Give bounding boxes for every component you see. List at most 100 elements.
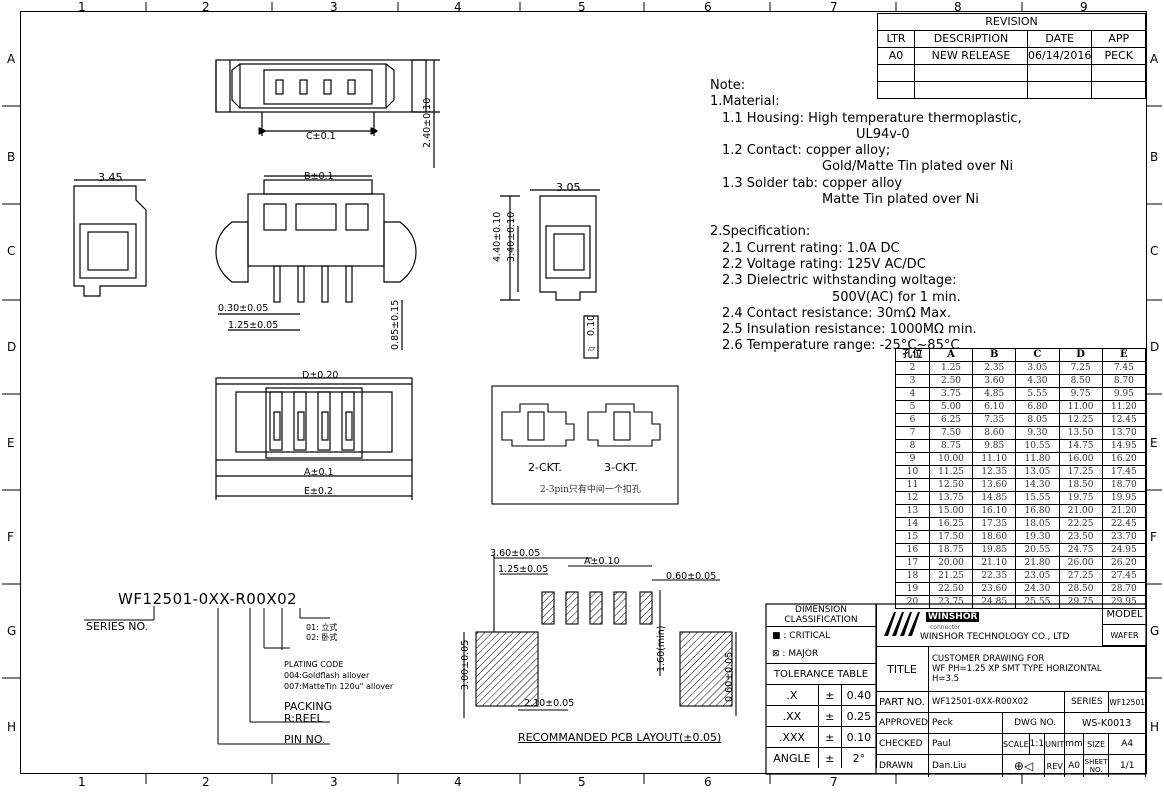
hole-table-cell: 3.75 xyxy=(928,387,974,401)
model-label: MODEL xyxy=(1102,604,1146,625)
plating-1: 004:Goldflash allover xyxy=(284,671,370,680)
hole-table-cell: 14.85 xyxy=(972,491,1017,505)
pcb-dim-0-60-h: 0.60±0.05 xyxy=(724,651,735,702)
scale-label: SCALE xyxy=(1002,733,1030,755)
hole-table-cell: 9.30 xyxy=(1015,426,1060,440)
approved-value: Peck xyxy=(928,712,1003,734)
hole-table-cell: 23.60 xyxy=(972,582,1017,596)
dwg-label: DWG NO. xyxy=(1001,712,1066,734)
title-line: WF PH=1.25 XP SMT TYPE HORIZONTAL xyxy=(932,664,1102,674)
hole-table-cell: 7.50 xyxy=(928,426,974,440)
col-label: 4 xyxy=(454,775,462,789)
spec-line: 2.2 Voltage rating: 125V AC/DC xyxy=(722,256,926,272)
hole-table-cell: 9.95 xyxy=(1101,387,1147,401)
col-label: 2 xyxy=(202,775,210,789)
hole-table-cell: 18.05 xyxy=(1015,517,1060,531)
approved-label: APPROVED xyxy=(876,712,929,734)
hole-table-cell: 14.30 xyxy=(1015,478,1060,492)
tol-sign: ± xyxy=(817,747,842,768)
material-line: Matte Tin plated over Ni xyxy=(822,192,979,208)
pcb-dim-1-25: 1.25±0.05 xyxy=(498,564,549,575)
material-line: 1.2 Contact: copper alloy; xyxy=(722,143,891,159)
tol-sign: ± xyxy=(817,705,842,727)
hole-table-cell: 8.60 xyxy=(972,426,1017,440)
pin-no-label: PIN NO. xyxy=(284,733,326,746)
hole-table-cell: 22.45 xyxy=(1101,517,1147,531)
hole-table-cell: 21.10 xyxy=(972,556,1017,570)
hole-table-cell: 7.25 xyxy=(1058,361,1103,375)
col-label: 6 xyxy=(704,0,712,14)
dim-3-45: 3.45 xyxy=(98,171,123,184)
col-label: 6 xyxy=(704,775,712,789)
hole-table-cell: 16.80 xyxy=(1015,504,1060,518)
hole-table-cell: 26.20 xyxy=(1101,556,1147,570)
hole-table-cell: 26.00 xyxy=(1058,556,1103,570)
hole-table-cell: 14.95 xyxy=(1101,439,1147,453)
hole-table-header: D xyxy=(1058,348,1103,362)
tol-value: 0.40 xyxy=(840,684,878,706)
hole-table-cell: 9 xyxy=(895,452,930,466)
tolerance-table: DIMENSION CLASSIFICATION ■ : CRITICAL ⊠ … xyxy=(766,604,878,768)
revision-title: REVISION xyxy=(877,13,1146,31)
tol-value: 0.25 xyxy=(840,705,878,727)
hole-table-cell: 6.25 xyxy=(928,413,974,427)
hole-table-cell: 10 xyxy=(895,465,930,479)
revision-cell: PECK xyxy=(1091,47,1146,65)
hole-table-cell: 8.50 xyxy=(1058,374,1103,388)
option-02: 02: 卧式 xyxy=(306,633,338,642)
hole-table-cell: 21.20 xyxy=(1101,504,1147,518)
col-label: 2 xyxy=(202,0,210,14)
hole-table-header: 孔位 xyxy=(895,348,930,362)
hole-table-cell: 5 xyxy=(895,400,930,414)
dim-e: E±0.2 xyxy=(304,486,334,497)
sheet-value: 1/1 xyxy=(1108,754,1146,777)
hole-table-cell: 17.35 xyxy=(972,517,1017,531)
front-view xyxy=(215,175,417,350)
hole-table-cell: 15 xyxy=(895,530,930,544)
drawn-label: DRAWN xyxy=(876,754,929,777)
ckt-note: 2-3pin只有中间一个扣孔 xyxy=(540,485,641,495)
spec-line: 2.1 Current rating: 1.0A DC xyxy=(722,240,900,256)
row-label: E xyxy=(1150,436,1158,450)
dim-0-30: 0.30±0.05 xyxy=(218,303,269,314)
bottom-view xyxy=(215,377,413,500)
row-label: B xyxy=(7,150,16,164)
label-3-ckt: 3-CKT. xyxy=(604,461,638,474)
col-label: 3 xyxy=(330,775,338,789)
pn-callouts xyxy=(84,606,330,745)
company-area: WINSHOR connector WINSHOR TECHNOLOGY CO.… xyxy=(880,606,1102,646)
hole-table-cell: 19.30 xyxy=(1015,530,1060,544)
col-label: 7 xyxy=(830,775,838,789)
dim-4-40: 4.40±0.10 xyxy=(492,211,503,262)
hole-table-cell: 15.55 xyxy=(1015,491,1060,505)
row-label: G xyxy=(1150,624,1160,638)
plating-2: 007:MatteTin 120u" allover xyxy=(284,682,394,691)
row-label: F xyxy=(7,530,14,544)
dim-0-85: 0.85±0.15 xyxy=(390,299,401,350)
pcb-dim-1-60: 1.60(min) xyxy=(656,625,667,672)
rev-label: REV xyxy=(1044,754,1066,777)
checked-value: Paul xyxy=(928,733,1003,755)
hole-table-cell: 14.75 xyxy=(1058,439,1103,453)
hole-table-cell: 28.70 xyxy=(1101,582,1147,596)
hole-table-cell: 4 xyxy=(895,387,930,401)
spec-title: 2.Specification: xyxy=(710,224,811,240)
title-line: CUSTOMER DRAWING FOR xyxy=(932,654,1045,664)
hole-table-cell: 2.35 xyxy=(972,361,1017,375)
winshor-logo-icon xyxy=(884,612,920,636)
hole-table-cell: 13.05 xyxy=(1015,465,1060,479)
projection-icon: ⊕◁ xyxy=(1001,754,1046,777)
row-label: A xyxy=(7,52,16,66)
row-label: G xyxy=(7,624,17,638)
hole-table-cell: 18.50 xyxy=(1058,478,1103,492)
pcb-dim-3-60: 3.60±0.05 xyxy=(490,548,541,559)
